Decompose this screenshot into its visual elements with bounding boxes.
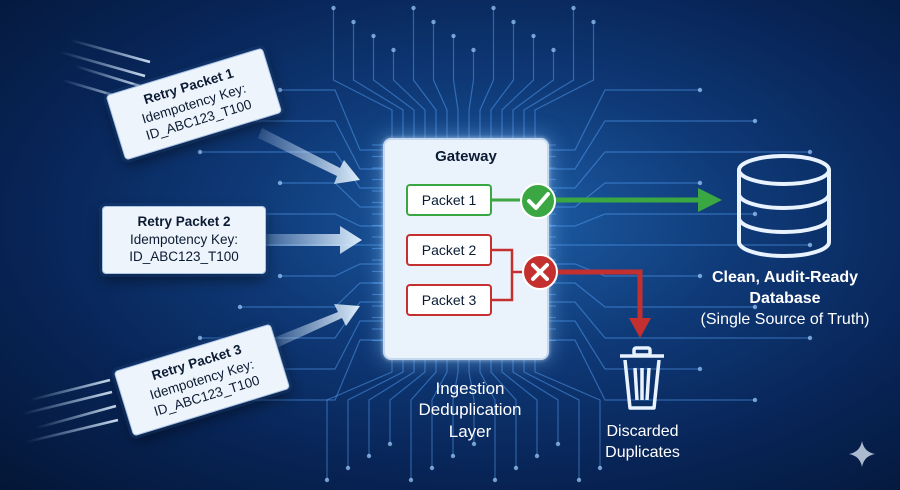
ingestion-layer-label: Ingestion Deduplication Layer xyxy=(400,378,540,442)
speed-streaks-2 xyxy=(10,212,100,252)
cross-icon xyxy=(522,254,558,290)
idempotency-key-label: Idempotency Key: xyxy=(129,232,239,248)
arrow-retry-1-to-gateway xyxy=(258,128,360,184)
discarded-label-line: Duplicates xyxy=(605,443,680,461)
packet-label: Packet 3 xyxy=(421,292,477,308)
accept-arrow xyxy=(492,188,722,212)
speed-streaks-3 xyxy=(21,378,119,444)
database-label: Clean, Audit-Ready Database (Single Sour… xyxy=(680,268,890,330)
check-icon xyxy=(520,183,556,219)
retry-packet-title: Retry Packet 2 xyxy=(137,214,231,229)
retry-packet-card-2: Retry Packet 2 Idempotency Key: ID_ABC12… xyxy=(102,206,266,275)
layer-label-line: Layer xyxy=(448,421,492,441)
database-subtitle: (Single Source of Truth) xyxy=(700,310,870,328)
layer-label-line: Deduplication xyxy=(418,400,522,420)
packet-label: Packet 1 xyxy=(421,192,477,208)
arrow-retry-3-to-gateway xyxy=(268,304,360,350)
arrow-retry-2-to-gateway xyxy=(255,226,362,254)
sparkle-icon xyxy=(849,441,875,467)
reject-bracket xyxy=(492,248,524,302)
trash-icon xyxy=(620,346,664,410)
packet-2-duplicate: Packet 2 xyxy=(406,234,492,266)
database-title-line: Database xyxy=(749,289,821,307)
packet-3-duplicate: Packet 3 xyxy=(406,284,492,316)
database-icon xyxy=(737,154,831,258)
gateway-title: Gateway xyxy=(435,148,497,165)
database-title-line: Clean, Audit-Ready xyxy=(711,269,859,286)
reject-arrow xyxy=(554,269,651,338)
packet-label: Packet 2 xyxy=(421,242,477,258)
idempotency-key-value: ID_ABC123_T100 xyxy=(129,248,239,264)
discarded-duplicates-label: Discarded Duplicates xyxy=(585,422,700,464)
packet-1-accepted: Packet 1 xyxy=(406,184,492,216)
layer-label-line: Ingestion xyxy=(435,379,505,398)
discarded-label-line: Discarded xyxy=(606,423,679,440)
